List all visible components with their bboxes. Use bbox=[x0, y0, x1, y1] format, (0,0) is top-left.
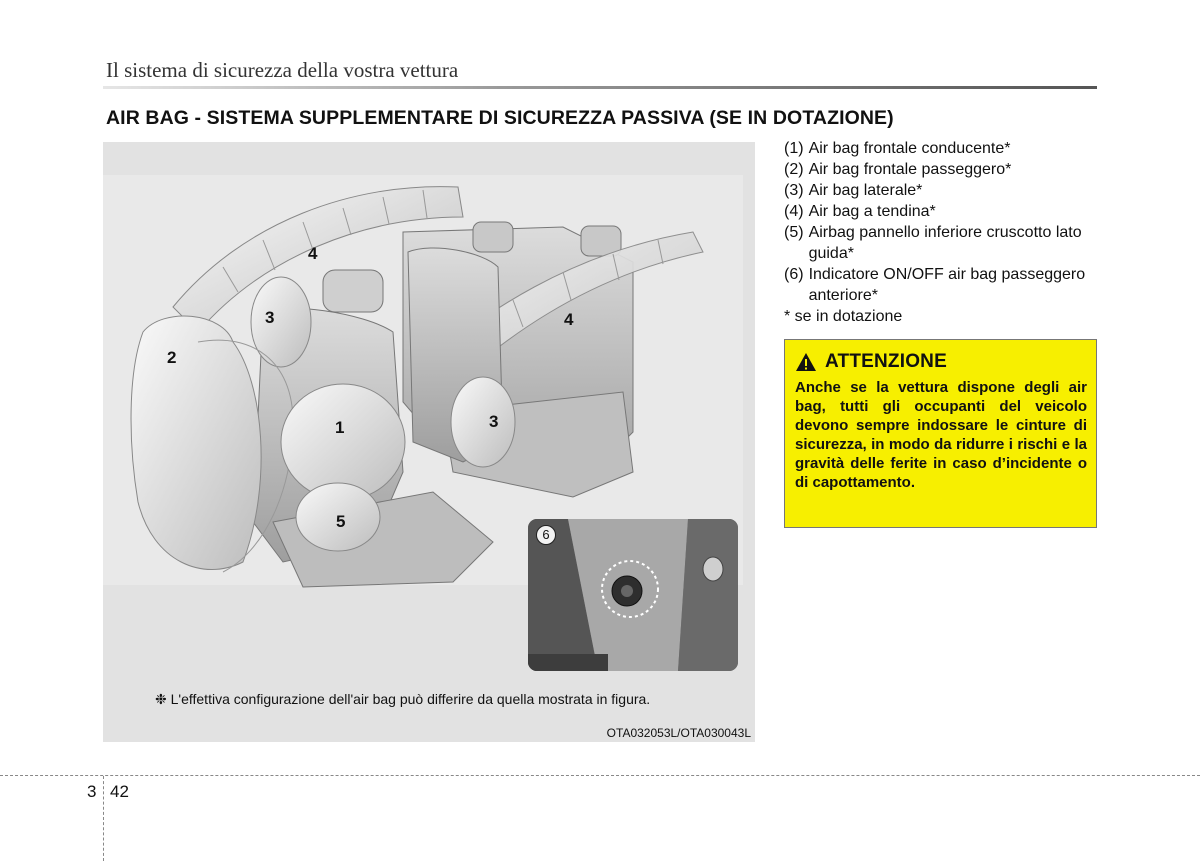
callout-4-right: 4 bbox=[564, 310, 574, 329]
knee-airbag bbox=[295, 482, 381, 552]
warning-title: ATTENZIONE bbox=[825, 351, 947, 372]
footer-rule bbox=[0, 775, 1200, 776]
page-chapter-number: 3 bbox=[87, 782, 97, 801]
chapter-title: Il sistema di sicurezza della vostra vet… bbox=[106, 58, 459, 82]
driver-frontal-airbag bbox=[280, 383, 406, 501]
legend-item: (5) Airbag pannello inferiore cruscotto … bbox=[784, 222, 1104, 264]
airbag-legend: (1) Air bag frontale conducente* (2) Air… bbox=[784, 138, 1104, 327]
warning-box: ATTENZIONE Anche se la vettura dispone d… bbox=[784, 339, 1097, 528]
legend-item-text: Air bag frontale passeggero* bbox=[808, 161, 1012, 178]
passenger-frontal-airbag bbox=[130, 315, 262, 570]
callout-3-left: 3 bbox=[265, 308, 275, 327]
warning-header: ATTENZIONE bbox=[795, 351, 947, 373]
legend-item-number: (3) bbox=[784, 182, 804, 199]
legend-item: (3) Air bag laterale* bbox=[784, 180, 1104, 201]
legend-item: (1) Air bag frontale conducente* bbox=[784, 138, 1104, 159]
callout-4-left: 4 bbox=[308, 244, 318, 263]
curtain-airbag-left bbox=[172, 186, 464, 333]
legend-item-number: (4) bbox=[784, 203, 804, 220]
page-number: 42 bbox=[110, 782, 129, 801]
warning-body: Anche se la vettura dispone degli air ba… bbox=[795, 379, 1087, 491]
legend-item-number: (5) bbox=[784, 224, 804, 241]
section-title: AIR BAG - SISTEMA SUPPLEMENTARE DI SICUR… bbox=[106, 107, 894, 129]
footer-vertical-rule bbox=[103, 776, 104, 861]
callout-5: 5 bbox=[336, 512, 346, 531]
legend-item-text: Airbag pannello inferiore cruscotto lato… bbox=[808, 224, 1082, 262]
callout-2: 2 bbox=[167, 348, 177, 367]
legend-item-number: (6) bbox=[784, 266, 804, 283]
legend-item: (4) Air bag a tendina* bbox=[784, 201, 1104, 222]
legend-item-number: (2) bbox=[784, 161, 804, 178]
header-rule bbox=[103, 86, 1097, 89]
callout-1: 1 bbox=[335, 418, 345, 437]
airbag-figure: 4 3 2 1 5 3 4 6 ❉ L'effettiva configuraz… bbox=[103, 142, 755, 742]
legend-footnote: * se in dotazione bbox=[784, 308, 903, 325]
side-airbag-front bbox=[250, 276, 312, 368]
indicator-photo bbox=[528, 519, 738, 671]
legend-item: (6) Indicatore ON/OFF air bag passeggero… bbox=[784, 264, 1104, 306]
legend-item-number: (1) bbox=[784, 140, 804, 157]
legend-item-text: Air bag a tendina* bbox=[808, 203, 936, 220]
legend-item-text: Air bag laterale* bbox=[808, 182, 923, 199]
figure-code: OTA032053L/OTA030043L bbox=[606, 726, 751, 740]
callout-3-right: 3 bbox=[489, 412, 499, 431]
legend-item-text: Indicatore ON/OFF air bag passeggero ant… bbox=[808, 266, 1086, 304]
legend-item: (2) Air bag frontale passeggero* bbox=[784, 159, 1104, 180]
figure-note: ❉ L'effettiva configurazione dell'air ba… bbox=[155, 691, 651, 707]
indicator-inset-photo: 6 bbox=[528, 519, 738, 671]
airbag-illustration bbox=[103, 175, 743, 588]
side-airbag-rear bbox=[450, 376, 516, 468]
legend-item-text: Air bag frontale conducente* bbox=[808, 140, 1011, 157]
inset-number-badge: 6 bbox=[536, 525, 556, 545]
warning-triangle-icon bbox=[796, 353, 816, 371]
